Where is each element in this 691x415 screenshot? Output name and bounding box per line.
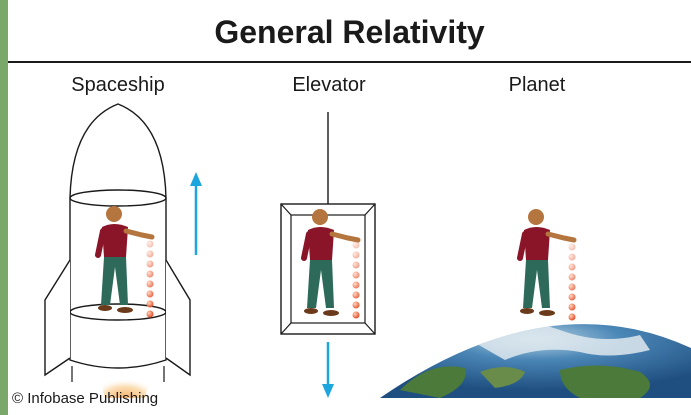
acceleration-arrow-up [190,172,202,255]
title-rule [8,61,691,63]
falling-balls-elevator [352,241,360,319]
spaceship-label: Spaceship [71,74,165,96]
earth-land-2 [560,365,650,398]
rocket-base [71,366,165,382]
planet-earth [380,324,691,398]
person-figure-planet [517,209,577,316]
acceleration-arrow-down [322,342,334,398]
rocket-fin-right [165,259,191,377]
planet-label: Planet [508,74,566,96]
falling-balls-spaceship [146,240,154,318]
person-figure-elevator [301,209,361,316]
earth-land-1 [400,366,466,398]
rocket-exhaust [100,370,150,398]
elevator-car-inner [290,214,366,324]
rocket-ring-top [69,189,167,207]
earth-land-3 [480,367,525,388]
copyright-credit: © Infobase Publishing [12,390,159,407]
elevator-label: Elevator [292,74,366,96]
elevator-car-corners [280,203,376,335]
earth-ice [470,324,650,360]
falling-balls-planet [568,243,576,321]
rocket-fin-left [44,259,71,377]
person-figure-spaceship [95,206,155,313]
left-border [0,0,8,415]
rocket-nose [69,103,167,199]
page-title: General Relativity [214,14,485,50]
